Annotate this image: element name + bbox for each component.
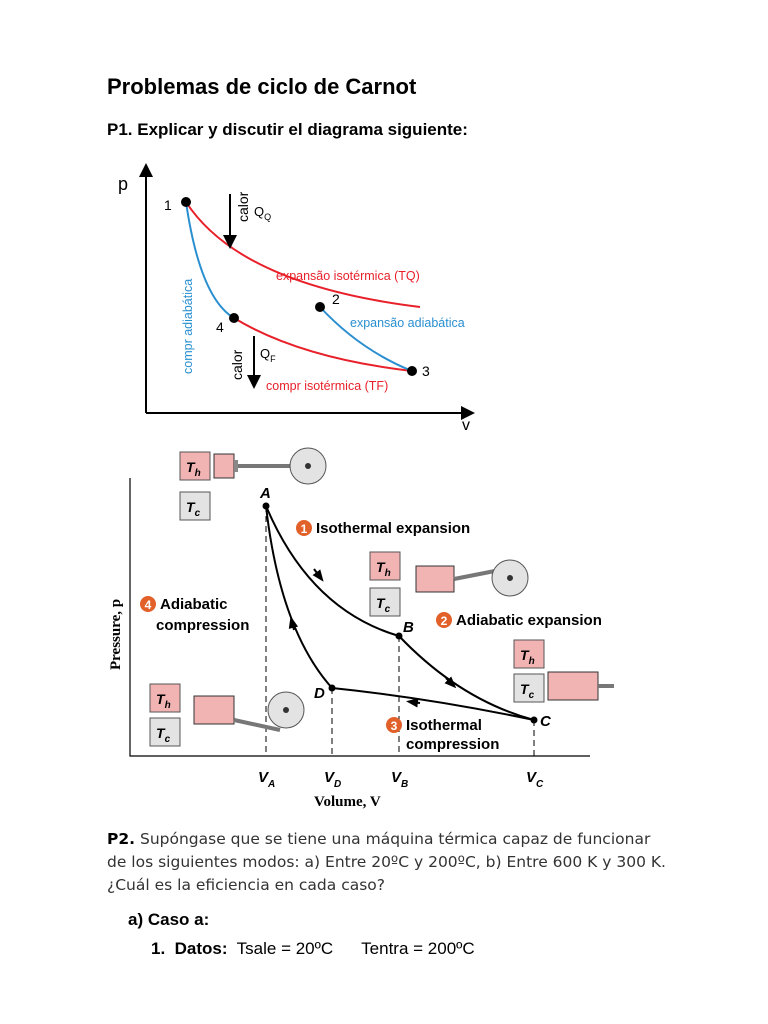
- step-1-label: Isothermal expansion: [316, 520, 470, 537]
- tick-va: VA: [258, 769, 275, 790]
- point-b: [395, 632, 403, 640]
- adiabatic-expansion-label: expansão adiabática: [350, 316, 465, 330]
- adiabatic-compression-path: [265, 505, 333, 689]
- svg-text:Th: Th: [186, 459, 201, 479]
- th-box-b: [369, 551, 401, 581]
- cylinder-c: [547, 671, 599, 701]
- carnot-cycle-diagram: Pressure, p Volume, V A B C D VA VD VB V…: [108, 447, 614, 810]
- rod-b: [453, 568, 501, 581]
- piston-state-c: Th Tc: [513, 639, 614, 703]
- badge-1-num: 1: [301, 522, 308, 536]
- badge-4-num: 4: [145, 598, 152, 612]
- arrow-4: [288, 616, 299, 631]
- step-4-label-a: Adiabatic: [160, 596, 228, 613]
- qq-label: QQ: [254, 204, 271, 222]
- y-axis-label: Pressure, p: [108, 599, 124, 670]
- badge-3-num: 3: [391, 719, 398, 733]
- problem-1-heading: P1. Explicar y discutir el diagrama sigu…: [107, 120, 468, 139]
- label-a: A: [259, 485, 271, 502]
- axis-v-label: v: [462, 417, 470, 430]
- arrow-2: [444, 676, 457, 689]
- tick-vc: VC: [526, 769, 544, 790]
- th-box-c: [513, 639, 545, 669]
- point-c: [530, 716, 538, 724]
- adiabatic-expansion-path: [398, 635, 535, 721]
- svg-text:Tc: Tc: [376, 595, 391, 615]
- badge-4: [140, 596, 156, 612]
- pv-diagram-portuguese: p v 1 2 3 4 calor QQ calor QF expansão i…: [118, 163, 475, 430]
- adiabatic-compression-label: compr adiabática: [181, 279, 195, 374]
- tc-box-a: [179, 491, 211, 521]
- point-d: [328, 684, 336, 692]
- step-4-label-b: compression: [156, 617, 249, 634]
- th-box-a: [179, 451, 211, 481]
- calor-bottom-label: calor: [229, 349, 245, 380]
- svg-text:Tc: Tc: [520, 681, 535, 701]
- state-point-3: [407, 366, 417, 376]
- point-2-label: 2: [332, 291, 340, 307]
- tick-vd: VD: [324, 769, 341, 790]
- state-point-4: [229, 313, 239, 323]
- tc-box-b: [369, 587, 401, 617]
- state-point-1: [181, 197, 191, 207]
- problem-2-text: P2. Supóngase que se tiene una máquina t…: [107, 830, 666, 894]
- svg-text:Tc: Tc: [186, 499, 201, 519]
- piston-state-b: Th Tc: [369, 551, 529, 617]
- tick-vb: VB: [391, 769, 408, 790]
- svg-text:Th: Th: [520, 647, 535, 667]
- badge-3: [386, 717, 402, 733]
- piston-state-d: Th Tc: [149, 683, 305, 747]
- iso-compression-label: compr isotérmica (TF): [266, 379, 388, 393]
- piston-state-a: Th Tc: [179, 447, 327, 521]
- isothermal-expansion-path: [265, 505, 400, 637]
- rod-d: [233, 718, 281, 732]
- step-3-label-a: Isothermal: [406, 717, 482, 734]
- arrow-1: [312, 568, 324, 582]
- adiabatic-compression-curve: [185, 201, 235, 319]
- isothermal-compression-path: [331, 687, 535, 721]
- state-point-2: [315, 302, 325, 312]
- axes-frame: [129, 478, 590, 757]
- adiabatic-expansion-curve: [319, 306, 413, 372]
- isothermal-expansion-curve: [185, 201, 421, 308]
- arrow-3: [406, 697, 421, 708]
- cylinder-a: [213, 453, 235, 479]
- label-c: C: [540, 713, 552, 730]
- isothermal-compression-curve: [233, 317, 413, 372]
- svg-text:Th: Th: [156, 691, 171, 711]
- case-a-heading: a) Caso a:: [128, 910, 210, 929]
- point-4-label: 4: [216, 319, 224, 335]
- point-3-label: 3: [422, 363, 430, 379]
- point-1-label: 1: [164, 197, 172, 213]
- qf-label: QF: [260, 346, 276, 364]
- cylinder-d: [193, 695, 235, 725]
- iso-expansion-label: expansão isotérmica (TQ): [276, 269, 420, 283]
- datos-line: 1. Datos: Tsale = 20ºC Tentra = 200ºC: [151, 939, 475, 958]
- cylinder-b: [415, 565, 455, 593]
- badge-2: [436, 612, 452, 628]
- th-box-d: [149, 683, 181, 713]
- label-d: D: [314, 685, 325, 702]
- step-2-label: Adiabatic expansion: [456, 612, 602, 629]
- point-a: [262, 502, 270, 510]
- badge-1: [296, 520, 312, 536]
- axis-p-label: p: [118, 174, 128, 194]
- tc-box-c: [513, 673, 545, 703]
- svg-text:Th: Th: [376, 559, 391, 579]
- x-axis-label: Volume, V: [314, 794, 381, 810]
- tc-box-d: [149, 717, 181, 747]
- badge-2-num: 2: [441, 614, 448, 628]
- step-3-label-b: compression: [406, 736, 499, 753]
- calor-top-label: calor: [235, 191, 251, 222]
- label-b: B: [403, 619, 414, 636]
- svg-text:Tc: Tc: [156, 725, 171, 745]
- page-title: Problemas de ciclo de Carnot: [107, 74, 417, 99]
